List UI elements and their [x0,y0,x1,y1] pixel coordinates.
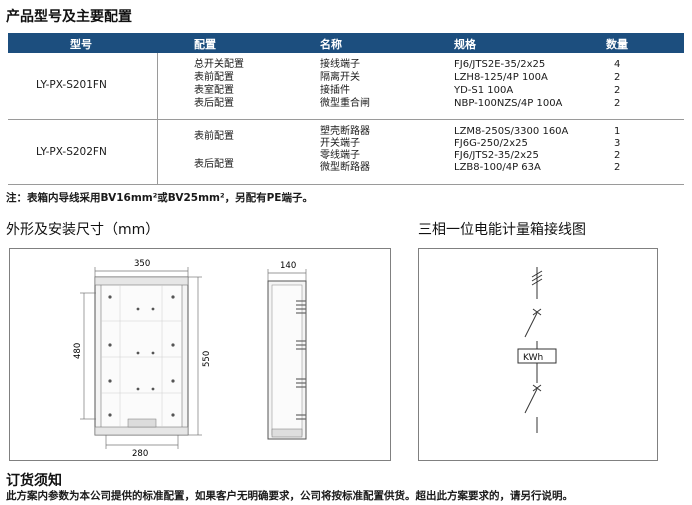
config-cell: 表前配置 [194,72,234,83]
table-note: 注：表箱内导线采用BV16mm²或BV25mm²，另配有PE端子。 [6,192,313,204]
dim-line-height-outer [188,276,202,436]
name-cell: 接插件 [320,85,350,96]
product-section-title: 产品型号及主要配置 [6,9,132,25]
dimension-drawing: 350 [73,259,307,459]
dim-line-width-bottom [105,435,179,449]
name-cell: 隔离开关 [320,72,360,83]
dim-label-depth: 140 [280,261,296,271]
qty-cell: 2 [614,150,621,161]
dim-line-depth [267,269,307,281]
qty-cell: 2 [614,85,621,96]
header-qty: 数量 [606,38,628,51]
qty-cell: 4 [614,59,621,70]
header-model: 型号 [70,38,92,51]
name-cell: 开关端子 [320,138,360,149]
dim-label-width-top: 350 [134,259,150,269]
breaker-symbol [524,363,542,433]
config-cell: 表室配置 [194,85,234,96]
name-cell: 塑壳断路器 [320,126,370,137]
qty-cell: 3 [614,138,621,149]
wiring-diagram-panel: KWh [418,248,658,461]
name-cell: 接线端子 [320,59,360,70]
config-table: 型号 配置 名称 规格 数量 LY-PX-S201FN 总开关配置 接线端子 F… [8,33,684,185]
header-name: 名称 [320,38,342,51]
config-cell: 表后配置 [194,98,234,109]
dim-label-height-outer: 550 [202,351,212,367]
spec-cell: YD-S1 100A [454,85,514,96]
dim-line-height-inner [80,292,96,420]
name-cell: 微型重合闸 [320,98,370,109]
table-header: 型号 配置 名称 规格 数量 [8,33,684,53]
spec-cell: LZH8-125/4P 100A [454,72,548,83]
order-notice-text: 此方案内参数为本公司提供的标准配置，如果客户无明确要求，公司将按标准配置供货。超… [6,490,573,502]
config-cell: 表后配置 [194,159,234,170]
dimension-drawing-panel: 350 [9,248,391,461]
isolating-switch-symbol [524,308,542,349]
header-spec: 规格 [454,38,476,51]
group-divider [8,119,684,120]
dim-label-width-bottom: 280 [132,449,148,459]
model-cell: LY-PX-S201FN [36,79,107,91]
dimensions-section-title: 外形及安装尺寸（mm） [6,222,160,238]
name-cell: 零线端子 [320,150,360,161]
meter-box-front [94,276,189,436]
wiring-section-title: 三相一位电能计量箱接线图 [418,222,586,238]
name-cell: 微型断路器 [320,162,370,173]
config-cell: 表前配置 [194,131,234,142]
kwh-meter-label: KWh [523,353,543,363]
header-config: 配置 [194,38,216,51]
table-bottom-border [8,184,684,185]
incoming-line [531,267,543,299]
spec-cell: NBP-100NZS/4P 100A [454,98,563,109]
dim-label-height-inner: 480 [73,343,83,359]
config-cell: 总开关配置 [194,59,244,70]
spec-cell: LZM8-250S/3300 160A [454,126,569,137]
spec-cell: LZB8-100/4P 63A [454,162,541,173]
spec-cell: FJ6/JTS2-35/2x25 [454,150,539,161]
model-cell: LY-PX-S202FN [36,146,107,158]
order-section-title: 订货须知 [6,473,62,489]
spec-cell: FJ6/JTS2E-35/2x25 [454,59,546,70]
qty-cell: 2 [614,98,621,109]
wiring-diagram: KWh [517,267,557,433]
meter-box-side [267,280,307,440]
qty-cell: 1 [614,126,621,137]
qty-cell: 2 [614,72,621,83]
spec-cell: FJ6G-250/2x25 [454,138,528,149]
qty-cell: 2 [614,162,621,173]
